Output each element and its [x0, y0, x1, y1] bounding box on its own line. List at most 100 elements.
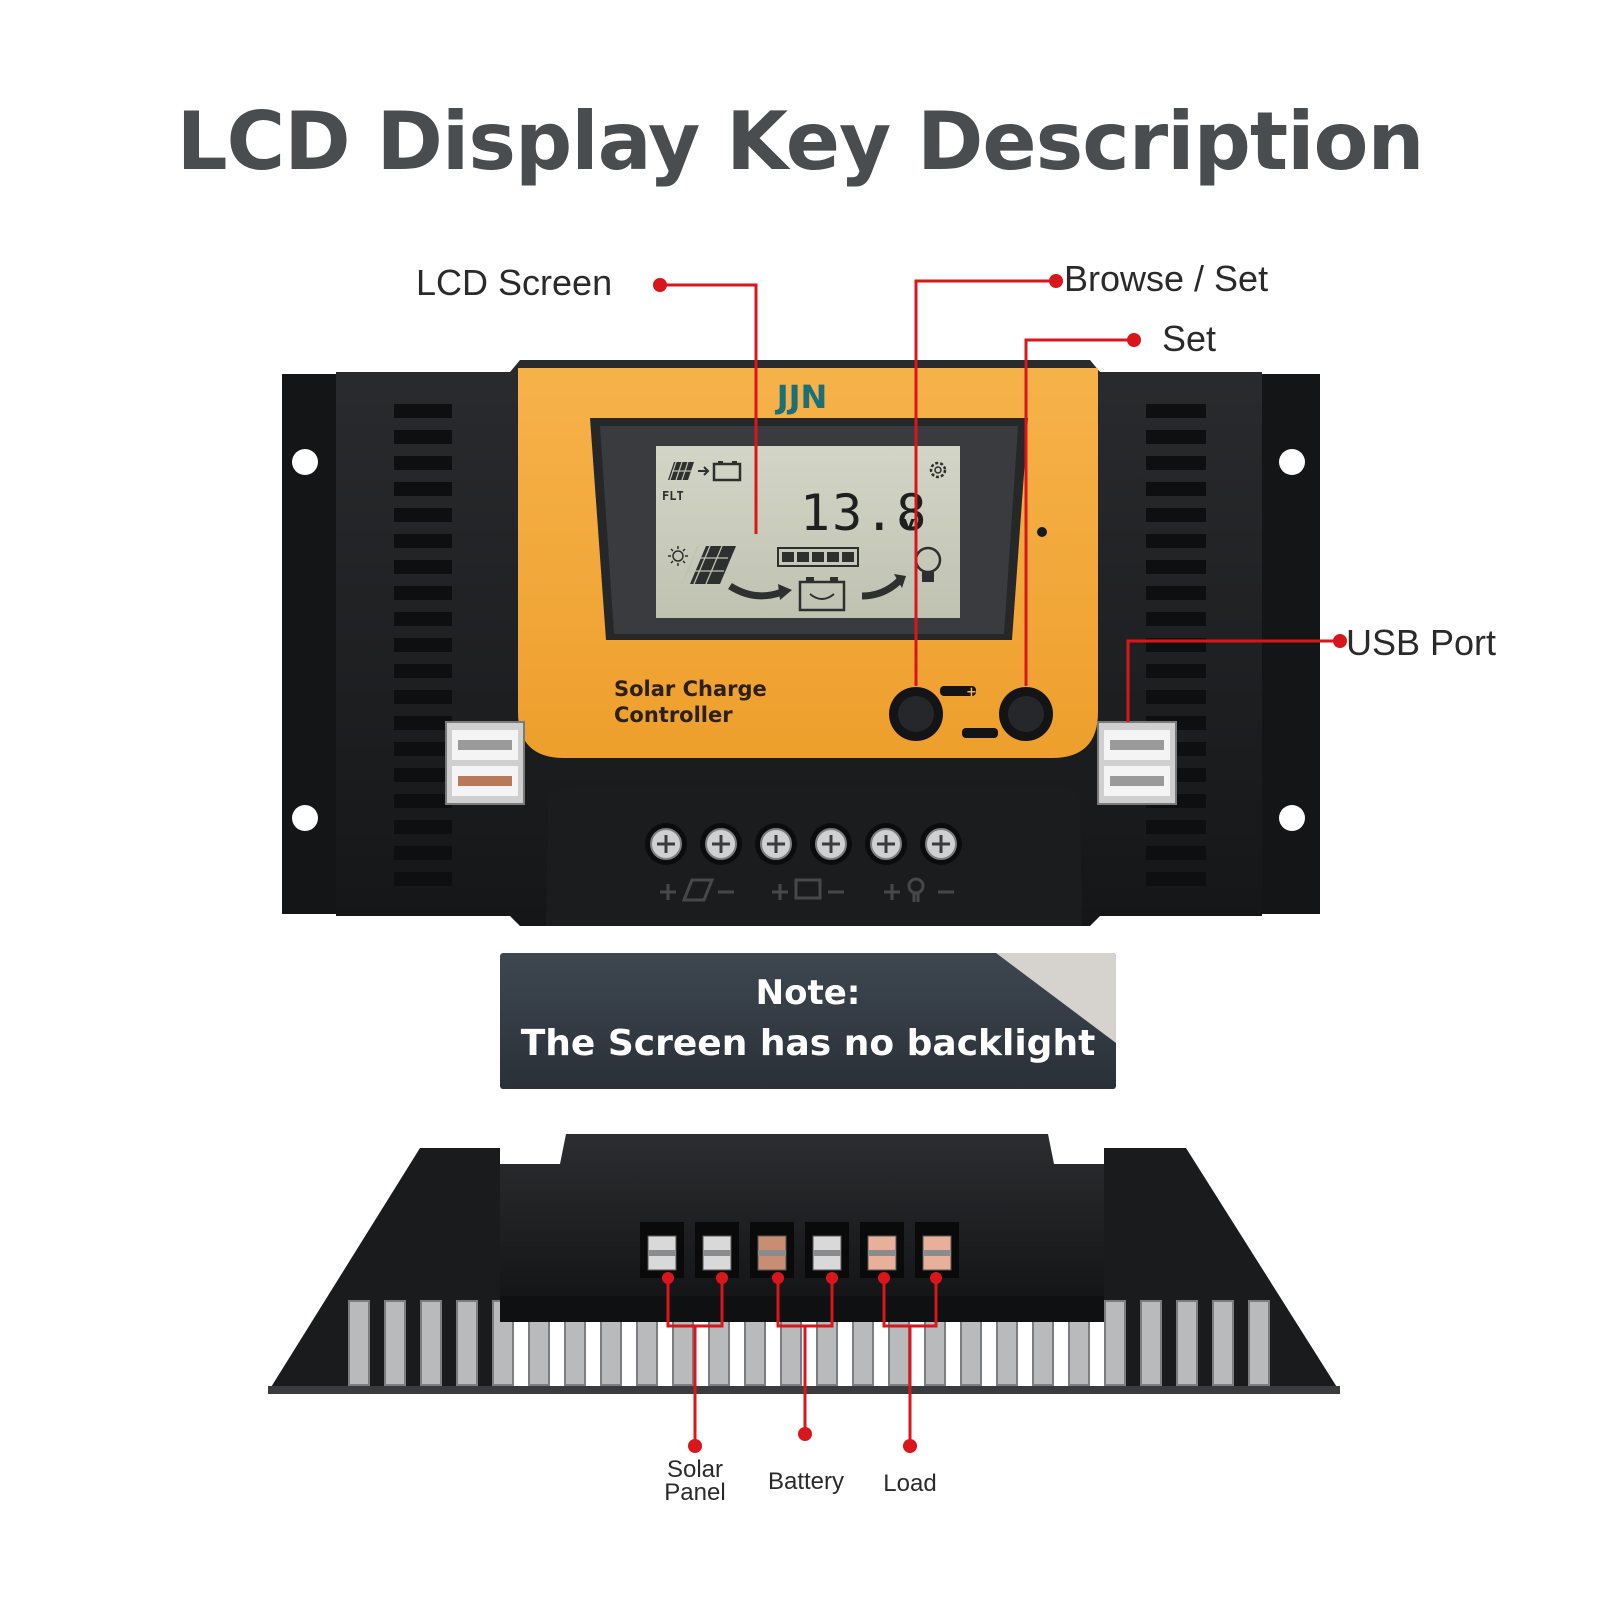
product-name-line1: Solar Charge [614, 677, 767, 701]
browse-set-button[interactable]: + [889, 685, 977, 741]
lcd-voltage-unit: v [902, 511, 915, 535]
svg-text:+: + [966, 685, 977, 700]
fin-highlight [962, 1302, 980, 1384]
screw-terminal-icon [810, 823, 852, 865]
fin [1146, 586, 1206, 600]
flow-arrow-icon [728, 582, 784, 600]
fin [394, 482, 452, 496]
fin-highlight [602, 1302, 620, 1384]
lcd-mode: FLT [662, 489, 684, 503]
fin-highlight [1250, 1302, 1268, 1384]
set-button[interactable] [962, 687, 1053, 741]
fin-highlight [638, 1302, 656, 1384]
fin [394, 430, 452, 444]
terminal-block [640, 1222, 959, 1278]
fin-highlight [746, 1302, 764, 1384]
wire-terminal [640, 1222, 684, 1278]
callout-lcd-screen: LCD Screen [416, 262, 613, 303]
fin-highlight [674, 1302, 692, 1384]
fin-highlight [566, 1302, 584, 1384]
fin [394, 872, 452, 886]
fin-highlight [854, 1302, 872, 1384]
fin-highlight [1034, 1302, 1052, 1384]
usb-port-icon[interactable] [445, 721, 525, 805]
fin [1146, 560, 1206, 574]
fin [1146, 430, 1206, 444]
screw-terminal-icon [700, 823, 742, 865]
fin-highlight [530, 1302, 548, 1384]
fin-highlight [1178, 1302, 1196, 1384]
mount-hole [1279, 805, 1305, 831]
fin [394, 612, 452, 626]
solar-panel-icon [668, 461, 694, 481]
bulb-icon [907, 877, 925, 895]
fin-highlight [1070, 1302, 1088, 1384]
screw-terminal-icon [865, 823, 907, 865]
sun-icon [668, 546, 688, 566]
callout-dots [653, 274, 1347, 648]
note-corner-fold [996, 953, 1116, 1043]
fin [1146, 612, 1206, 626]
controller-front-view: FLT 13.8 v [282, 360, 1320, 926]
page-title: LCD Display Key Description [176, 95, 1425, 188]
fin [1146, 508, 1206, 522]
terminal-callout-lines [666, 1278, 938, 1444]
fin-highlight [422, 1302, 440, 1384]
fin-highlight [386, 1302, 404, 1384]
flow-arrow-head [894, 574, 906, 588]
callout-lines [660, 279, 1340, 722]
battery-icon [794, 878, 822, 900]
fin [394, 768, 452, 782]
fin-highlight [926, 1302, 944, 1384]
fin [394, 534, 452, 548]
note-banner: Note: The Screen has no backlight [500, 953, 1116, 1089]
fin-highlight [890, 1302, 908, 1384]
mount-hole [292, 805, 318, 831]
fin-highlight [998, 1302, 1016, 1384]
gear-icon [929, 461, 947, 479]
fin [1146, 482, 1206, 496]
lcd-voltage: 13.8 [800, 484, 928, 542]
callout-set: Set [1162, 318, 1217, 359]
usb-port-icon[interactable] [1097, 721, 1177, 805]
callout-usb-port: USB Port [1346, 622, 1497, 663]
solar-panel-icon [681, 545, 736, 585]
fin [394, 638, 452, 652]
fin [394, 404, 452, 418]
controller-side-view [268, 1134, 1340, 1394]
fin [1146, 820, 1206, 834]
battery-icon [712, 461, 742, 482]
wire-terminal [860, 1222, 904, 1278]
terminal-label-solar: Solar Panel [650, 1456, 740, 1505]
fin-highlight [1214, 1302, 1232, 1384]
fin-highlight [458, 1302, 476, 1384]
fin [394, 716, 452, 730]
fin-highlight [1142, 1302, 1160, 1384]
wire-terminal [805, 1222, 849, 1278]
fin [1146, 846, 1206, 860]
note-text: The Screen has no backlight [520, 1023, 1096, 1064]
fin [1146, 690, 1206, 704]
fin [1146, 456, 1206, 470]
mount-hole [1279, 449, 1305, 475]
fin [394, 846, 452, 860]
cooling-fins-left [394, 404, 452, 886]
lcd-content: FLT 13.8 v [662, 461, 947, 612]
screw-terminal-icon [920, 823, 962, 865]
side-body [500, 1134, 1104, 1320]
terminal-label-solar-line1: Solar [666, 1456, 724, 1483]
terminal-screws [645, 823, 962, 865]
callout-browse-set: Browse / Set [1064, 258, 1269, 299]
arrow-icon [698, 466, 710, 476]
mount-hole [292, 449, 318, 475]
fin-highlight [782, 1302, 800, 1384]
note-heading: Note: [755, 973, 861, 1013]
fin-highlight [494, 1302, 512, 1384]
terminal-callout-dots [662, 1272, 942, 1453]
fin [394, 586, 452, 600]
screw-terminal-icon [755, 823, 797, 865]
fin [1146, 404, 1206, 418]
brand-logo: JJN [775, 378, 828, 416]
